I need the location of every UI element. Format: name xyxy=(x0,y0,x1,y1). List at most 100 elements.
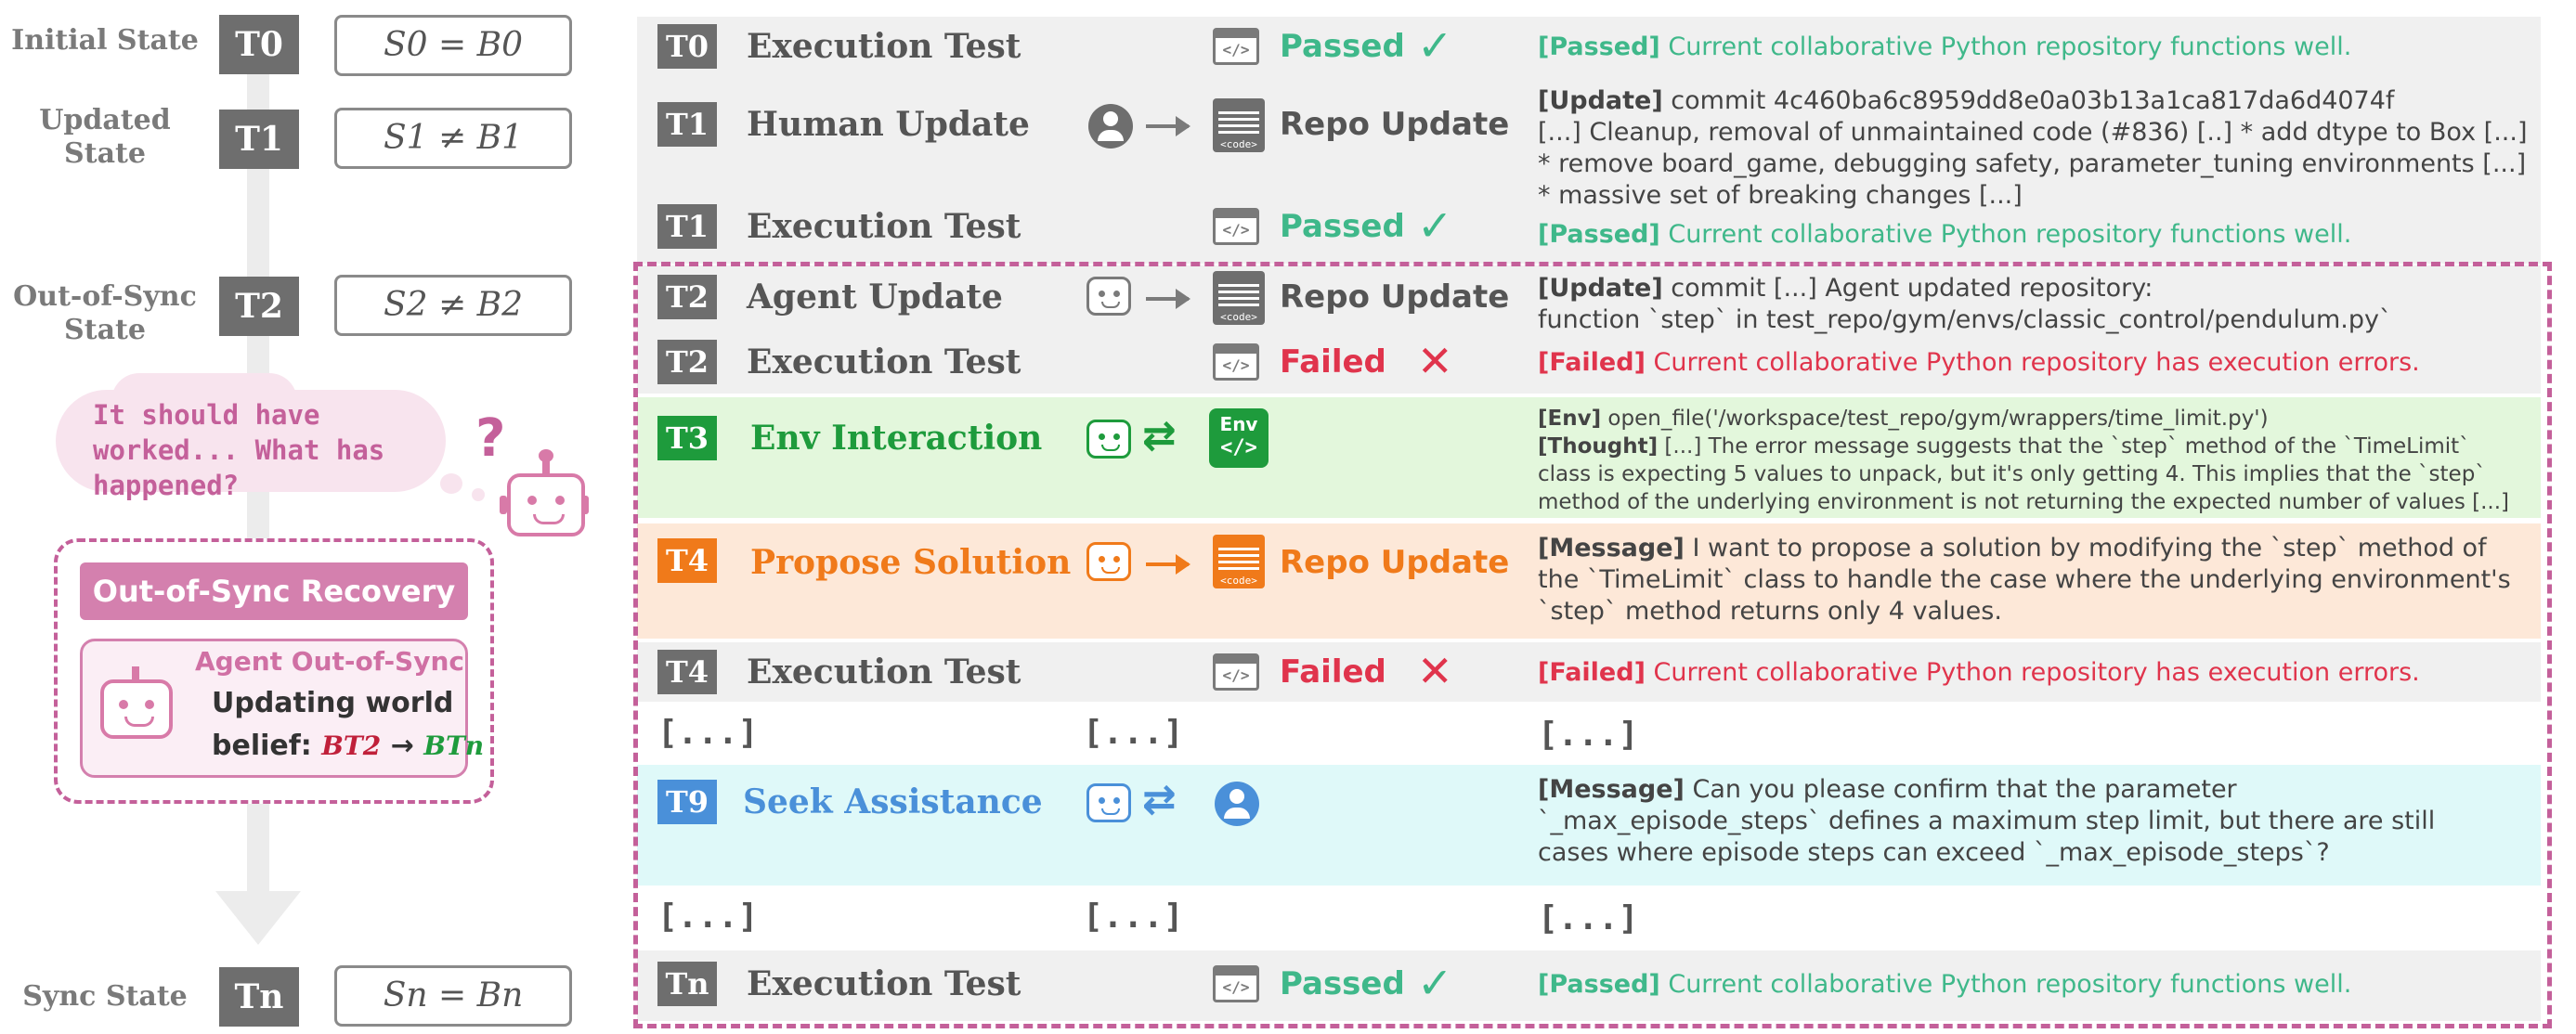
row-description: [Failed] Current collaborative Python re… xyxy=(1538,348,2420,377)
row-title: Seek Assistance xyxy=(743,782,1043,821)
exchange-icon: ⇄ xyxy=(1142,776,1177,823)
arrow-icon xyxy=(1146,116,1190,136)
row-ellipsis-1: [...] [...] [...] xyxy=(637,711,2541,759)
robot-icon xyxy=(1086,277,1131,316)
row-t2-agent-update: T2 Agent Update <code> Repo Update [Upda… xyxy=(637,271,2541,336)
exchange-icon: ⇄ xyxy=(1142,412,1177,459)
row-bg-execution-t4 xyxy=(637,642,2541,702)
cross-icon: ✕ xyxy=(1417,646,1453,696)
code-icon: </> xyxy=(1213,343,1259,381)
row-badge: T1 xyxy=(657,102,717,147)
check-icon: ✓ xyxy=(1417,200,1453,251)
row-title: Execution Test xyxy=(747,27,1021,66)
question-mark-icon: ? xyxy=(475,408,506,469)
row-description: [Update] commit 4c460ba6c8959dd8e0a03b13… xyxy=(1538,86,2528,210)
state-t0-badge: T0 xyxy=(219,15,299,74)
user-icon xyxy=(1088,104,1133,149)
row-badge: T3 xyxy=(657,416,717,460)
row-title: Execution Test xyxy=(747,964,1021,1003)
code-icon: </> xyxy=(1213,28,1259,65)
robot-icon xyxy=(500,449,589,536)
recovery-belief-arrow: → xyxy=(390,730,414,762)
row-description: [Message] Can you please confirm that th… xyxy=(1538,775,2436,867)
row-status-passed: Passed xyxy=(1280,208,1405,245)
row-title: Human Update xyxy=(747,105,1030,144)
row-description: [Passed] Current collaborative Python re… xyxy=(1538,32,2352,61)
thought-text: It should have worked... What has happen… xyxy=(93,399,385,501)
row-t0-execution: T0 Execution Test </> Passed ✓ [Passed] … xyxy=(637,20,2541,72)
row-t3-env-interaction: T3 Env Interaction ⇄ Env </> [Env] open_… xyxy=(637,405,2541,514)
row-t1-execution: T1 Execution Test </> Passed ✓ [Passed] … xyxy=(637,200,2541,252)
row-status-failed: Failed xyxy=(1280,343,1386,381)
label-initial-state: Initial State xyxy=(11,24,199,57)
row-status-failed: Failed xyxy=(1280,653,1386,691)
state-t2-badge: T2 xyxy=(219,277,299,336)
thought-bubble-1 xyxy=(440,473,462,494)
cross-icon: ✕ xyxy=(1417,336,1453,386)
arrow-icon xyxy=(1146,554,1190,575)
recovery-header: Out-of-Sync Recovery xyxy=(80,562,468,620)
row-status-passed: Passed xyxy=(1280,965,1405,1002)
row-status-repo-update: Repo Update xyxy=(1280,278,1510,316)
row-title: Execution Test xyxy=(747,653,1021,691)
state-t1-equation: S1 ≠ B1 xyxy=(334,108,572,169)
check-icon: ✓ xyxy=(1417,958,1453,1008)
arrow-icon xyxy=(1146,289,1190,309)
label-updated-state: Updated State xyxy=(39,104,171,170)
recovery-belief-label: belief: xyxy=(212,730,312,762)
ellipsis-middle: [...] xyxy=(1083,714,1184,752)
ellipsis-left: [...] xyxy=(657,714,759,752)
row-description: [Passed] Current collaborative Python re… xyxy=(1538,220,2352,249)
row-description: [Update] commit [...] Agent updated repo… xyxy=(1538,274,2392,334)
row-title: Execution Test xyxy=(747,207,1021,246)
thought-bubble-2 xyxy=(472,488,485,501)
recovery-robot-icon xyxy=(100,666,173,739)
robot-icon xyxy=(1086,542,1131,581)
row-status-passed: Passed xyxy=(1280,28,1405,65)
row-title: Env Interaction xyxy=(750,419,1043,458)
row-description: [Passed] Current collaborative Python re… xyxy=(1538,970,2352,999)
row-title: Execution Test xyxy=(747,343,1021,381)
repo-icon: <code> xyxy=(1213,98,1265,152)
recovery-belief-to: BTn xyxy=(423,730,485,761)
row-description: [Message] I want to propose a solution b… xyxy=(1538,534,2511,626)
row-bg-env xyxy=(637,397,2541,518)
state-t2-equation: S2 ≠ B2 xyxy=(334,275,572,336)
ellipsis-right: [...] xyxy=(1538,899,1639,937)
row-t9-seek-assistance: T9 Seek Assistance ⇄ [Message] Can you p… xyxy=(637,770,2541,880)
row-title: Agent Update xyxy=(747,278,1003,317)
recovery-belief-from: BT2 xyxy=(321,730,382,761)
repo-icon: <code> xyxy=(1213,271,1265,325)
robot-icon xyxy=(1086,420,1131,459)
timeline-arrowhead xyxy=(215,891,301,945)
row-badge: T0 xyxy=(657,24,717,69)
robot-icon xyxy=(1086,783,1131,822)
row-t4-propose-solution: T4 Propose Solution <code> Repo Update [… xyxy=(637,531,2541,633)
row-bg-seek xyxy=(637,765,2541,885)
ellipsis-right: [...] xyxy=(1538,716,1639,754)
label-out-of-sync-state: Out-of-Sync State xyxy=(13,280,197,346)
state-tn-equation: Sn = Bn xyxy=(334,965,572,1027)
recovery-title: Agent Out-of-Sync xyxy=(195,646,465,677)
row-badge: T2 xyxy=(657,340,717,384)
row-ellipsis-2: [...] [...] [...] xyxy=(637,895,2541,943)
env-icon-label: Env xyxy=(1219,413,1258,435)
state-t0-equation: S0 = B0 xyxy=(334,15,572,76)
check-icon: ✓ xyxy=(1417,20,1453,71)
row-description: [Env] open_file('/workspace/test_repo/gy… xyxy=(1538,407,2510,514)
row-status-repo-update: Repo Update xyxy=(1280,106,1510,143)
ellipsis-left: [...] xyxy=(657,898,759,936)
row-title: Propose Solution xyxy=(750,543,1072,582)
label-sync-state: Sync State xyxy=(22,980,188,1013)
row-description: [Failed] Current collaborative Python re… xyxy=(1538,658,2420,687)
row-badge: T2 xyxy=(657,275,717,319)
row-bg-initial xyxy=(637,17,2541,264)
row-badge: T4 xyxy=(657,650,717,694)
row-badge: Tn xyxy=(657,962,717,1006)
row-t2-execution: T2 Execution Test </> Failed ✕ [Failed] … xyxy=(637,336,2541,388)
row-badge: T9 xyxy=(657,780,717,824)
thought-cloud-puff xyxy=(111,373,297,429)
row-tn-execution: Tn Execution Test </> Passed ✓ [Passed] … xyxy=(637,958,2541,1010)
code-icon: </> xyxy=(1213,208,1259,245)
row-badge: T4 xyxy=(657,538,717,583)
